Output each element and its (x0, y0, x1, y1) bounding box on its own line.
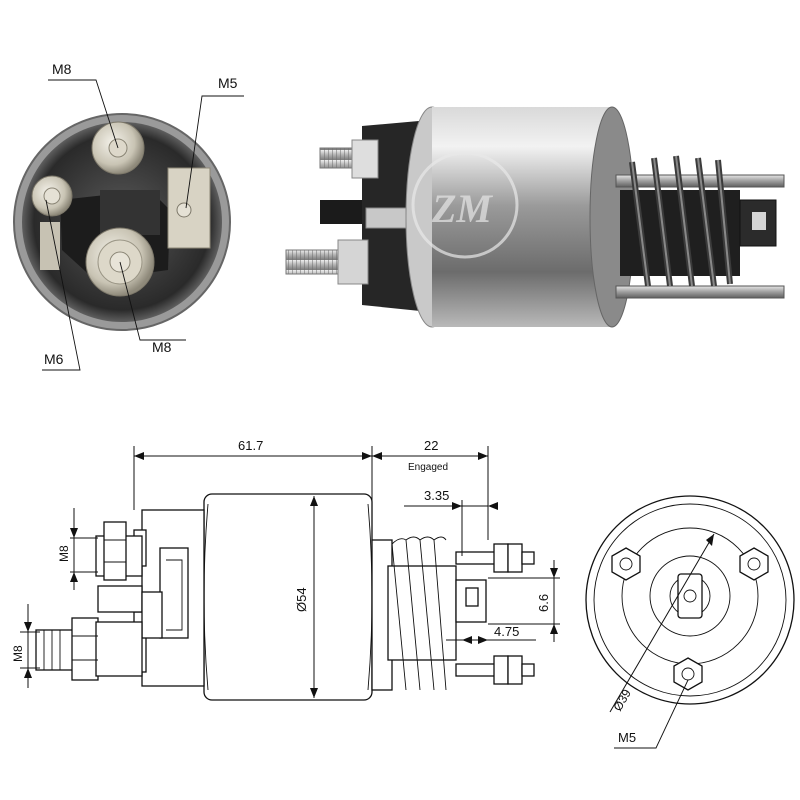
hex-nut-right (739, 547, 769, 581)
end-boss-outer (649, 555, 731, 637)
dim-line-mount (609, 533, 715, 713)
rod-nut (507, 543, 523, 573)
photo-side-view: ZM (285, 106, 785, 328)
end-plunger-tab (677, 573, 703, 619)
dim-stroke: 22 (424, 438, 438, 453)
label-m8-top: M8 (52, 61, 72, 77)
rod-end (521, 663, 535, 677)
rod-nut (507, 655, 523, 685)
cap-insert (159, 547, 189, 639)
drawing-side-view: 61.7 22 Engaged Ø54 M8 (11, 438, 560, 701)
mid-terminal (97, 585, 143, 613)
dim-stroke-note: Engaged (408, 462, 448, 473)
photo-end-view (13, 113, 231, 331)
rod-end (521, 551, 535, 565)
rod-nut (493, 543, 509, 573)
hex-nut-bottom (673, 657, 703, 691)
arrowhead (134, 452, 144, 460)
upper-nut (103, 521, 127, 581)
dim-lower-thread: M8 (11, 645, 25, 662)
dim-mount-circle: Ø39 (610, 687, 634, 714)
arrowhead (310, 688, 318, 698)
cap-detail (166, 559, 183, 631)
spring-tops (391, 536, 447, 545)
arrowhead (478, 452, 488, 460)
plunger-tab-hole (465, 587, 479, 607)
lower-washer (95, 621, 143, 677)
dim-upper-thread: M8 (57, 545, 71, 562)
drawing-end-view: Ø39 M5 (585, 495, 795, 749)
arrowhead (362, 452, 372, 460)
leader-m5 (614, 679, 689, 749)
mid-terminal-block (141, 591, 163, 639)
dim-offset-a: 3.35 (424, 488, 449, 503)
lower-nut (71, 617, 99, 681)
spring-coils (391, 539, 447, 691)
svg-text:ZM: ZM (431, 186, 493, 231)
dim-mount-thread: M5 (618, 730, 636, 745)
photo-leaders (42, 79, 244, 371)
dim-plunger-height: 6.6 (536, 594, 551, 612)
end-inner-rim (593, 503, 787, 697)
label-m5-top: M5 (218, 75, 238, 91)
solenoid-body (203, 493, 373, 701)
dim-overall-length: 61.7 (238, 438, 263, 453)
hex-nut-left (611, 547, 641, 581)
arrowhead (372, 452, 382, 460)
dim-offset-b: 4.75 (494, 624, 519, 639)
lower-rod (455, 663, 497, 677)
end-plunger-hole (683, 589, 697, 603)
rod-nut (493, 655, 509, 685)
dim-body-diameter: Ø54 (294, 587, 309, 612)
label-m6: M6 (44, 351, 64, 367)
plunger-core (387, 565, 457, 661)
arrowhead (310, 496, 318, 506)
label-m8-bottom: M8 (152, 339, 172, 355)
